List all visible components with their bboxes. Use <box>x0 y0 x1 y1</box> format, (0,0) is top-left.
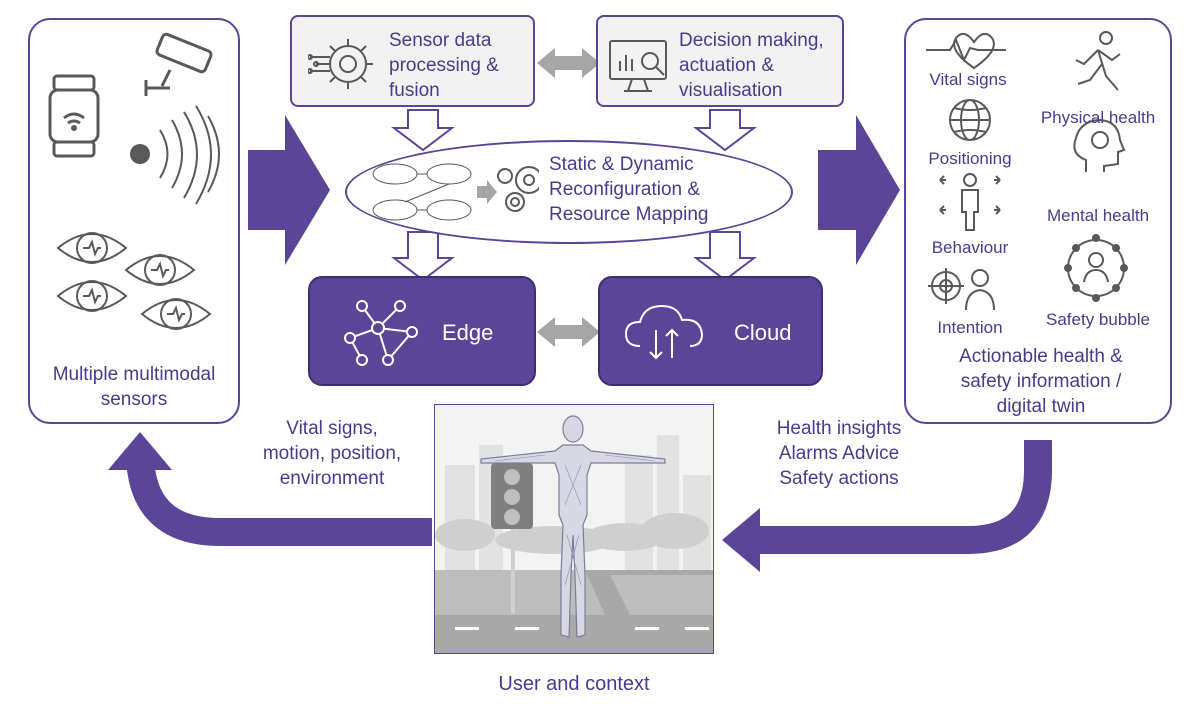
fusion-label: Sensor data processing & fusion <box>389 30 499 101</box>
decision-down-arrow <box>693 109 757 152</box>
globe-icon <box>949 99 991 141</box>
safety-bubble-icon <box>1064 234 1128 302</box>
user-context-label: User and context <box>498 673 650 695</box>
fusion-down-arrow <box>391 109 455 152</box>
wireframe-person-icon <box>480 415 666 638</box>
workflow-diagram-icon <box>372 163 539 221</box>
user-context-image <box>434 404 714 654</box>
health-insights-text: Health insights Alarms Advice Safety act… <box>776 418 902 489</box>
output-flow-arrow <box>818 115 900 265</box>
output-behaviour: Behaviour <box>931 238 1009 257</box>
sensor-icons <box>48 32 220 330</box>
decision-box: Decision making, actuation & visualisati… <box>596 15 844 107</box>
cctv-camera-icon <box>144 32 213 96</box>
output-mental-health: Mental health <box>1046 206 1150 225</box>
reconfig-label: Static & Dynamic Reconfiguration & Resou… <box>549 154 709 225</box>
sensors-label: Multiple multimodal sensors <box>52 364 216 410</box>
outputs-panel: Vital signs Physical health Positioning … <box>904 18 1172 424</box>
output-icons <box>926 31 1128 311</box>
edge-cloud-link-arrow <box>537 317 600 347</box>
network-graph-icon <box>344 300 418 366</box>
radar-signal-icon <box>130 105 220 205</box>
cloud-transfer-icon <box>624 304 704 360</box>
sensors-panel: Multiple multimodal sensors <box>28 18 240 424</box>
insights-feedback-arrow <box>760 440 1052 554</box>
heart-pulse-icon <box>926 32 1006 70</box>
gear-circuit-icon <box>308 39 373 89</box>
fusion-decision-link-arrow <box>537 48 600 78</box>
analytics-monitor-icon <box>609 40 667 92</box>
output-positioning: Positioning <box>928 149 1012 168</box>
reconfig-edge-down-arrow <box>391 231 455 282</box>
street-scene-illustration <box>435 405 713 653</box>
edge-box: Edge <box>308 276 536 386</box>
output-vital-signs: Vital signs <box>929 70 1007 89</box>
eye-sensor-icons <box>56 232 212 330</box>
behaviour-person-icon <box>939 173 1001 231</box>
running-person-icon <box>1075 31 1121 91</box>
outputs-summary: Actionable health & safety information /… <box>959 346 1123 417</box>
mental-health-head-icon <box>1073 118 1126 172</box>
output-physical-health: Physical health <box>1040 108 1156 127</box>
reconfig-ellipse: Static & Dynamic Reconfiguration & Resou… <box>345 140 793 244</box>
reconfig-cloud-down-arrow <box>693 231 757 282</box>
smartwatch-icon <box>48 74 100 158</box>
intention-target-icon <box>928 268 995 311</box>
cloud-box: Cloud <box>598 276 823 386</box>
fusion-box: Sensor data processing & fusion <box>290 15 535 107</box>
output-safety-bubble: Safety bubble <box>1046 310 1150 329</box>
input-flow-arrow <box>248 115 330 265</box>
edge-label: Edge <box>442 320 494 345</box>
sensor-inputs-text: Vital signs, motion, position, environme… <box>262 418 402 489</box>
output-intention: Intention <box>937 318 1003 337</box>
decision-label: Decision making, actuation & visualisati… <box>679 30 824 101</box>
cloud-label: Cloud <box>734 320 792 345</box>
